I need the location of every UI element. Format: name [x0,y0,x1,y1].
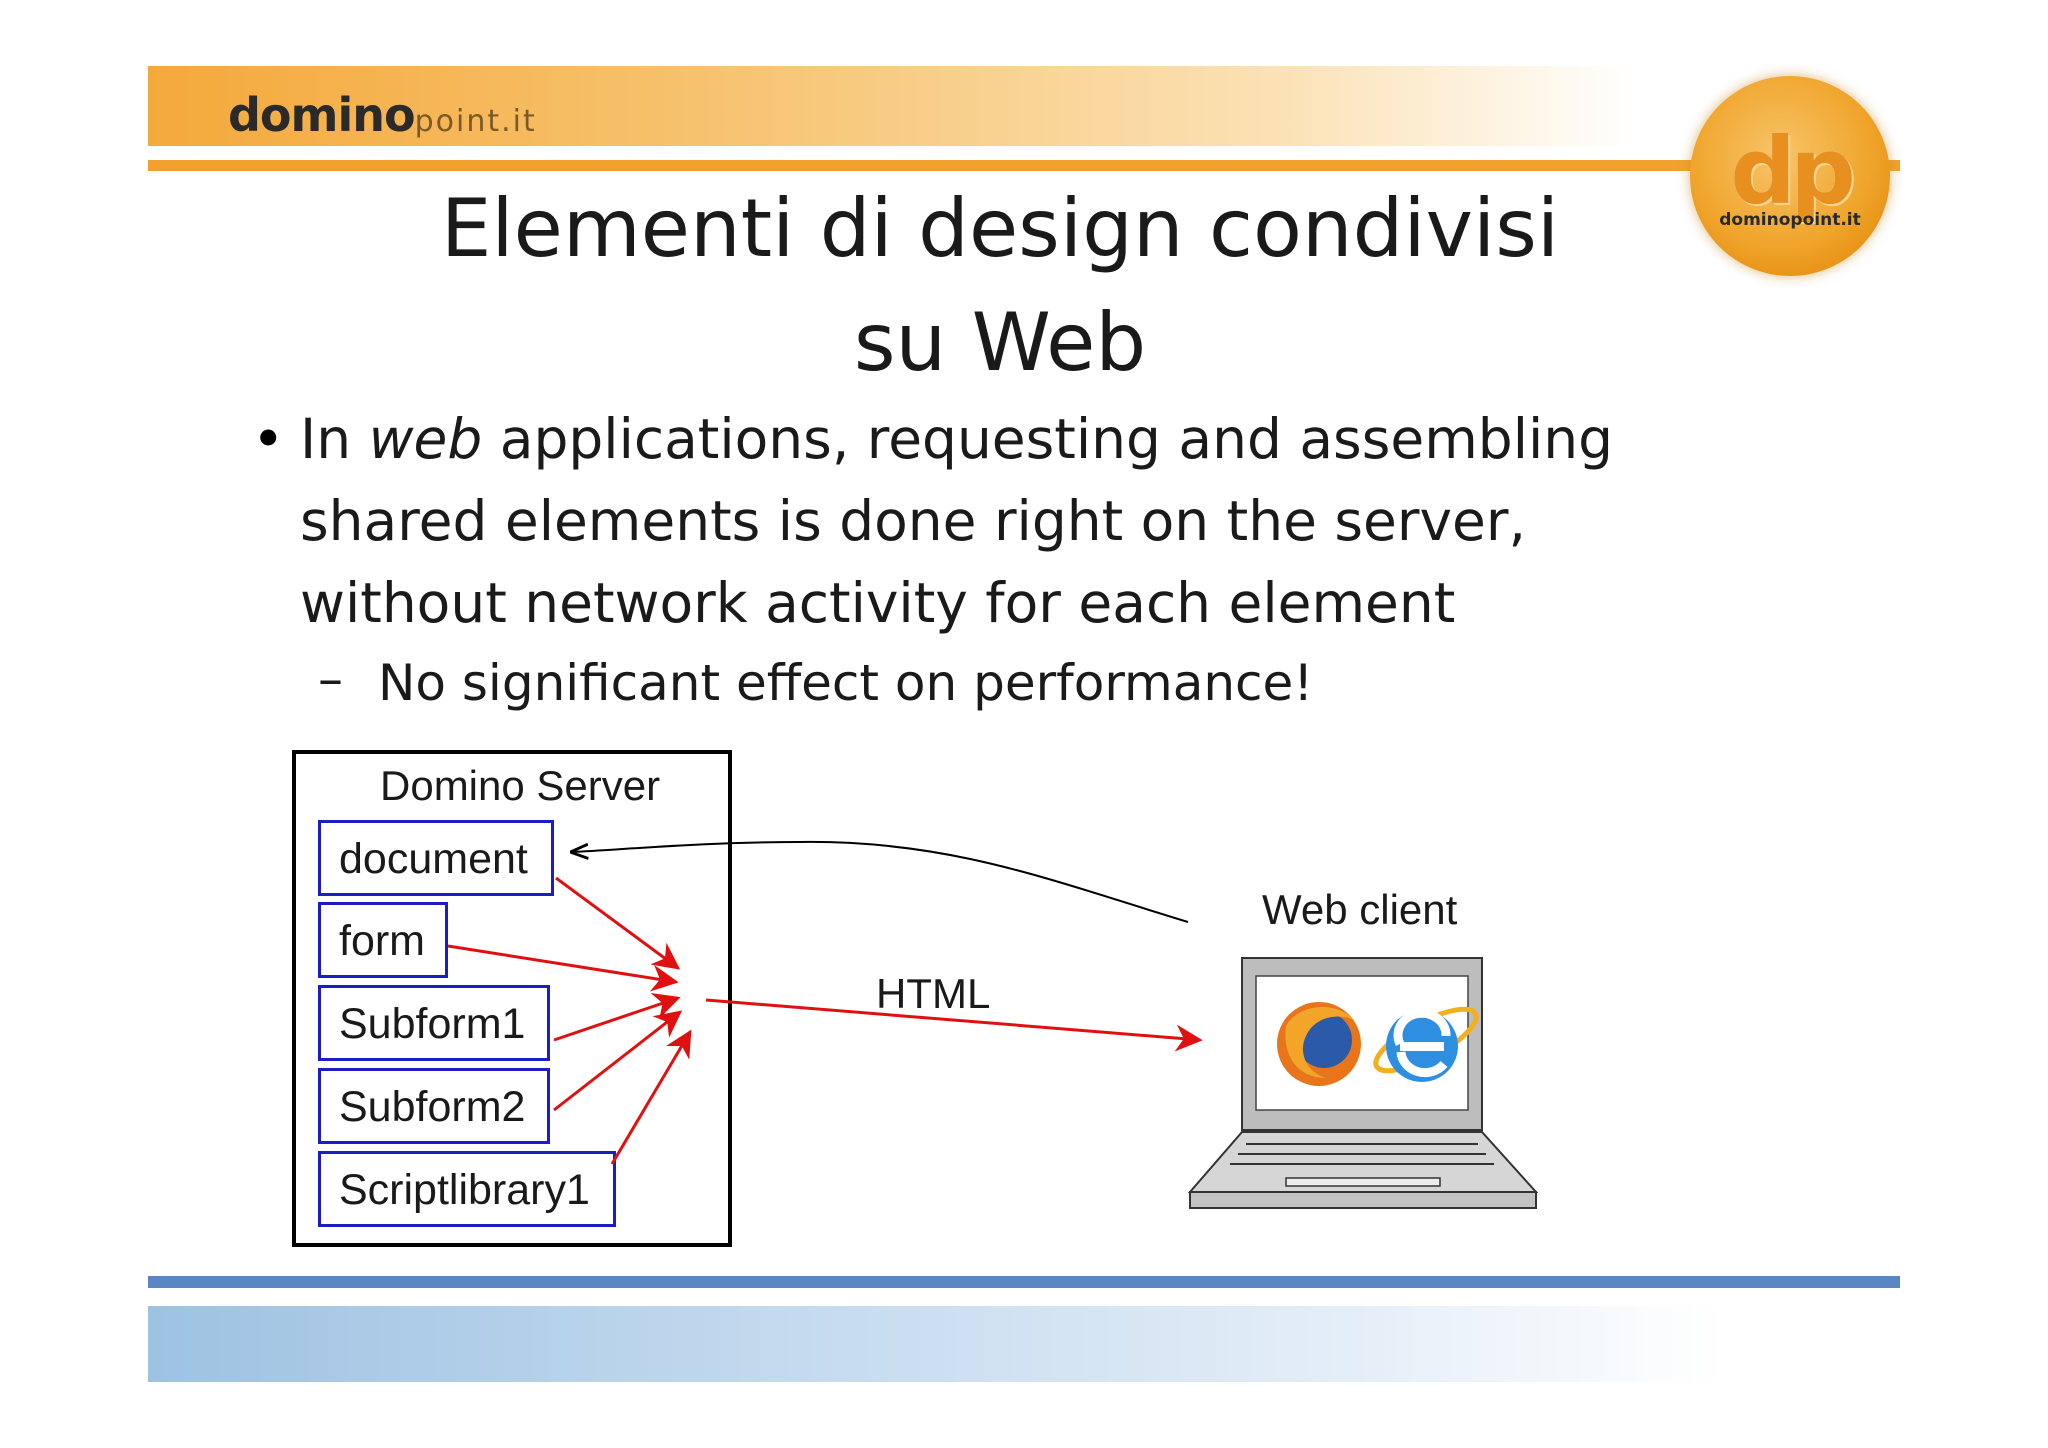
footer-divider [148,1276,1900,1288]
bullet-text-emphasis: web [368,407,483,471]
brand-suffix: point.it [414,104,537,139]
header-band [148,66,1900,146]
element-subform2: Subform2 [318,1068,550,1144]
element-form: form [318,902,448,978]
dominopoint-logo: dp dominopoint.it [1690,76,1890,276]
footer-band [148,1306,1900,1382]
brand-logo-text: dominopoint.it [228,88,537,142]
arrow-subform1 [553,993,681,1042]
sub-bullet-marker: – [318,650,343,708]
logo-text: dominopoint.it [1719,210,1861,230]
internet-explorer-icon [1373,1006,1479,1082]
server-label: Domino Server [380,762,661,809]
bullet-marker: • [252,407,285,471]
bullet-main: In web applications, requesting and asse… [300,398,1700,644]
element-subform1: Subform1 [318,985,550,1061]
sub-bullet: No significant effect on performance! [378,654,1314,712]
header-divider [148,160,1900,171]
slide-title: Elementi di design condivisi su Web [340,172,1660,400]
bullet-text-post: applications, requesting and assembling … [300,407,1614,635]
title-line-2: su Web [853,296,1147,389]
element-document: document [318,820,554,896]
arrow-document [555,876,681,970]
arrow-html [705,998,1203,1052]
arrow-form [447,944,679,992]
domino-server-box [292,750,732,1247]
element-scriptlibrary1: Scriptlibrary1 [318,1151,616,1227]
html-label: HTML [876,970,991,1017]
web-client-label: Web client [1262,886,1458,933]
arrow-subform2 [553,1010,683,1112]
firefox-icon [1277,1002,1361,1086]
brand-name: domino [228,88,416,142]
title-line-1: Elementi di design condivisi [440,182,1560,275]
logo-mark: dp [1730,118,1856,225]
arrow-request [572,840,1189,923]
arrow-scriptlibrary1 [610,1029,692,1165]
laptop-icon [1187,957,1539,1209]
bullet-text-pre: In [300,407,369,471]
